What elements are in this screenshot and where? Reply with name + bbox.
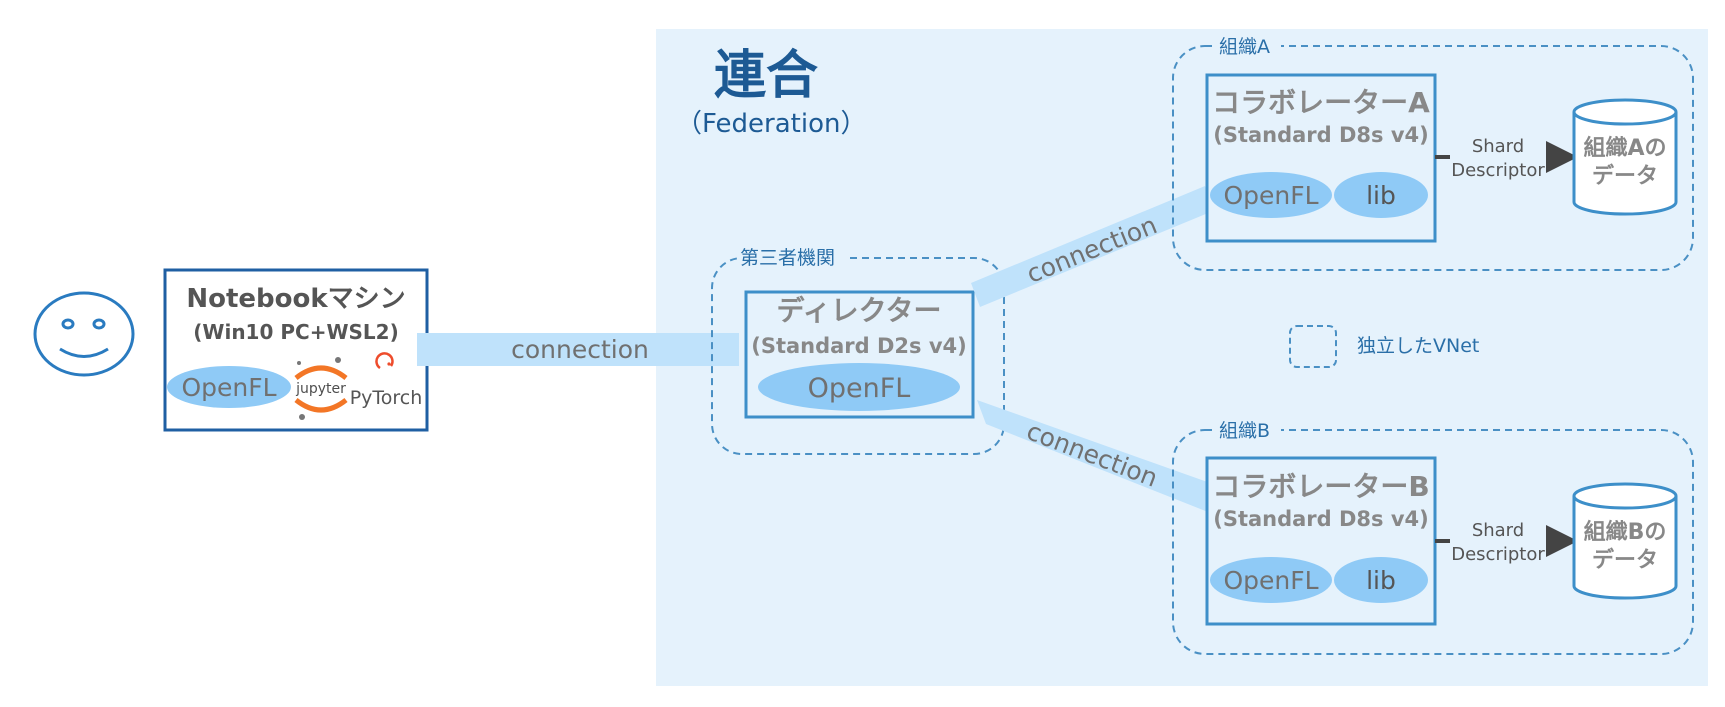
org-b-data-line2: データ xyxy=(1592,547,1658,573)
org-a-data-line1: 組織Aの xyxy=(1583,135,1666,161)
collaborator-a-openfl-ellipse xyxy=(1210,172,1332,218)
director-subtitle: (Standard D2s v4) xyxy=(751,334,967,358)
director-node: ディレクター (Standard D2s v4) OpenFL xyxy=(744,290,975,419)
collaborator-b-openfl-label: OpenFL xyxy=(1223,566,1318,595)
org-b-label: 組織B xyxy=(1219,420,1270,442)
user-smiley-icon xyxy=(33,291,135,377)
jupyter-logo-text: jupyter xyxy=(295,381,346,397)
legend-vnet-swatch xyxy=(1289,325,1337,368)
pytorch-logo-text: PyTorch xyxy=(350,387,423,409)
org-a-label: 組織A xyxy=(1219,36,1270,58)
director-openfl-ellipse xyxy=(758,363,960,411)
org-a-shard-line2: Descriptor xyxy=(1451,160,1545,181)
collaborator-a-openfl-label: OpenFL xyxy=(1223,181,1318,210)
pytorch-logo: PyTorch xyxy=(350,352,423,409)
collaborator-b-openfl-ellipse xyxy=(1210,557,1332,603)
jupyter-logo: jupyter xyxy=(294,357,348,420)
collaborator-a-lib-label: lib xyxy=(1366,181,1396,210)
org-b-data-line1: 組織Bの xyxy=(1584,519,1667,545)
org-b-shard-line1: Shard xyxy=(1472,520,1524,541)
federation-subtitle: （Federation） xyxy=(676,109,866,139)
collaborator-b-lib-label: lib xyxy=(1366,566,1396,595)
director-title: ディレクター xyxy=(777,294,942,327)
collaborator-a-subtitle: (Standard D8s v4) xyxy=(1213,123,1429,147)
notebook-title: Notebookマシン xyxy=(186,284,405,314)
third-party-label: 第三者機関 xyxy=(740,247,835,269)
collaborator-b-title: コラボレーターB xyxy=(1212,470,1429,503)
legend-vnet: 独立したVNet xyxy=(1289,325,1479,368)
notebook-openfl-ellipse xyxy=(167,366,291,408)
org-a-database-icon xyxy=(1572,98,1678,216)
connection-notebook-director-label: connection xyxy=(511,335,649,364)
notebook-openfl-label: OpenFL xyxy=(181,373,276,402)
federation-title: 連合 xyxy=(714,46,818,106)
org-a-data-line2: データ xyxy=(1592,163,1658,189)
org-b-shard-line2: Descriptor xyxy=(1451,544,1545,565)
notebook-machine: Notebookマシン (Win10 PC+WSL2) OpenFL jupyt… xyxy=(163,268,429,432)
third-party-org: 第三者機関 xyxy=(711,247,1005,455)
org-a: 組織A コラボレーターA (Standard D8s v4) OpenFL li… xyxy=(1172,36,1694,271)
collaborator-a-title: コラボレーターA xyxy=(1212,86,1430,119)
connection-notebook-director: connection xyxy=(417,333,739,366)
director-openfl-label: OpenFL xyxy=(808,373,911,404)
org-b: 組織B コラボレーターB (Standard D8s v4) OpenFL li… xyxy=(1172,420,1694,655)
collaborator-a-lib-ellipse xyxy=(1334,172,1428,218)
org-b-database-icon xyxy=(1572,482,1678,600)
legend-vnet-label: 独立したVNet xyxy=(1357,335,1479,357)
notebook-subtitle: (Win10 PC+WSL2) xyxy=(193,320,398,344)
collaborator-b-lib-ellipse xyxy=(1334,557,1428,603)
org-a-shard-line1: Shard xyxy=(1472,136,1524,157)
collaborator-b-subtitle: (Standard D8s v4) xyxy=(1213,507,1429,531)
